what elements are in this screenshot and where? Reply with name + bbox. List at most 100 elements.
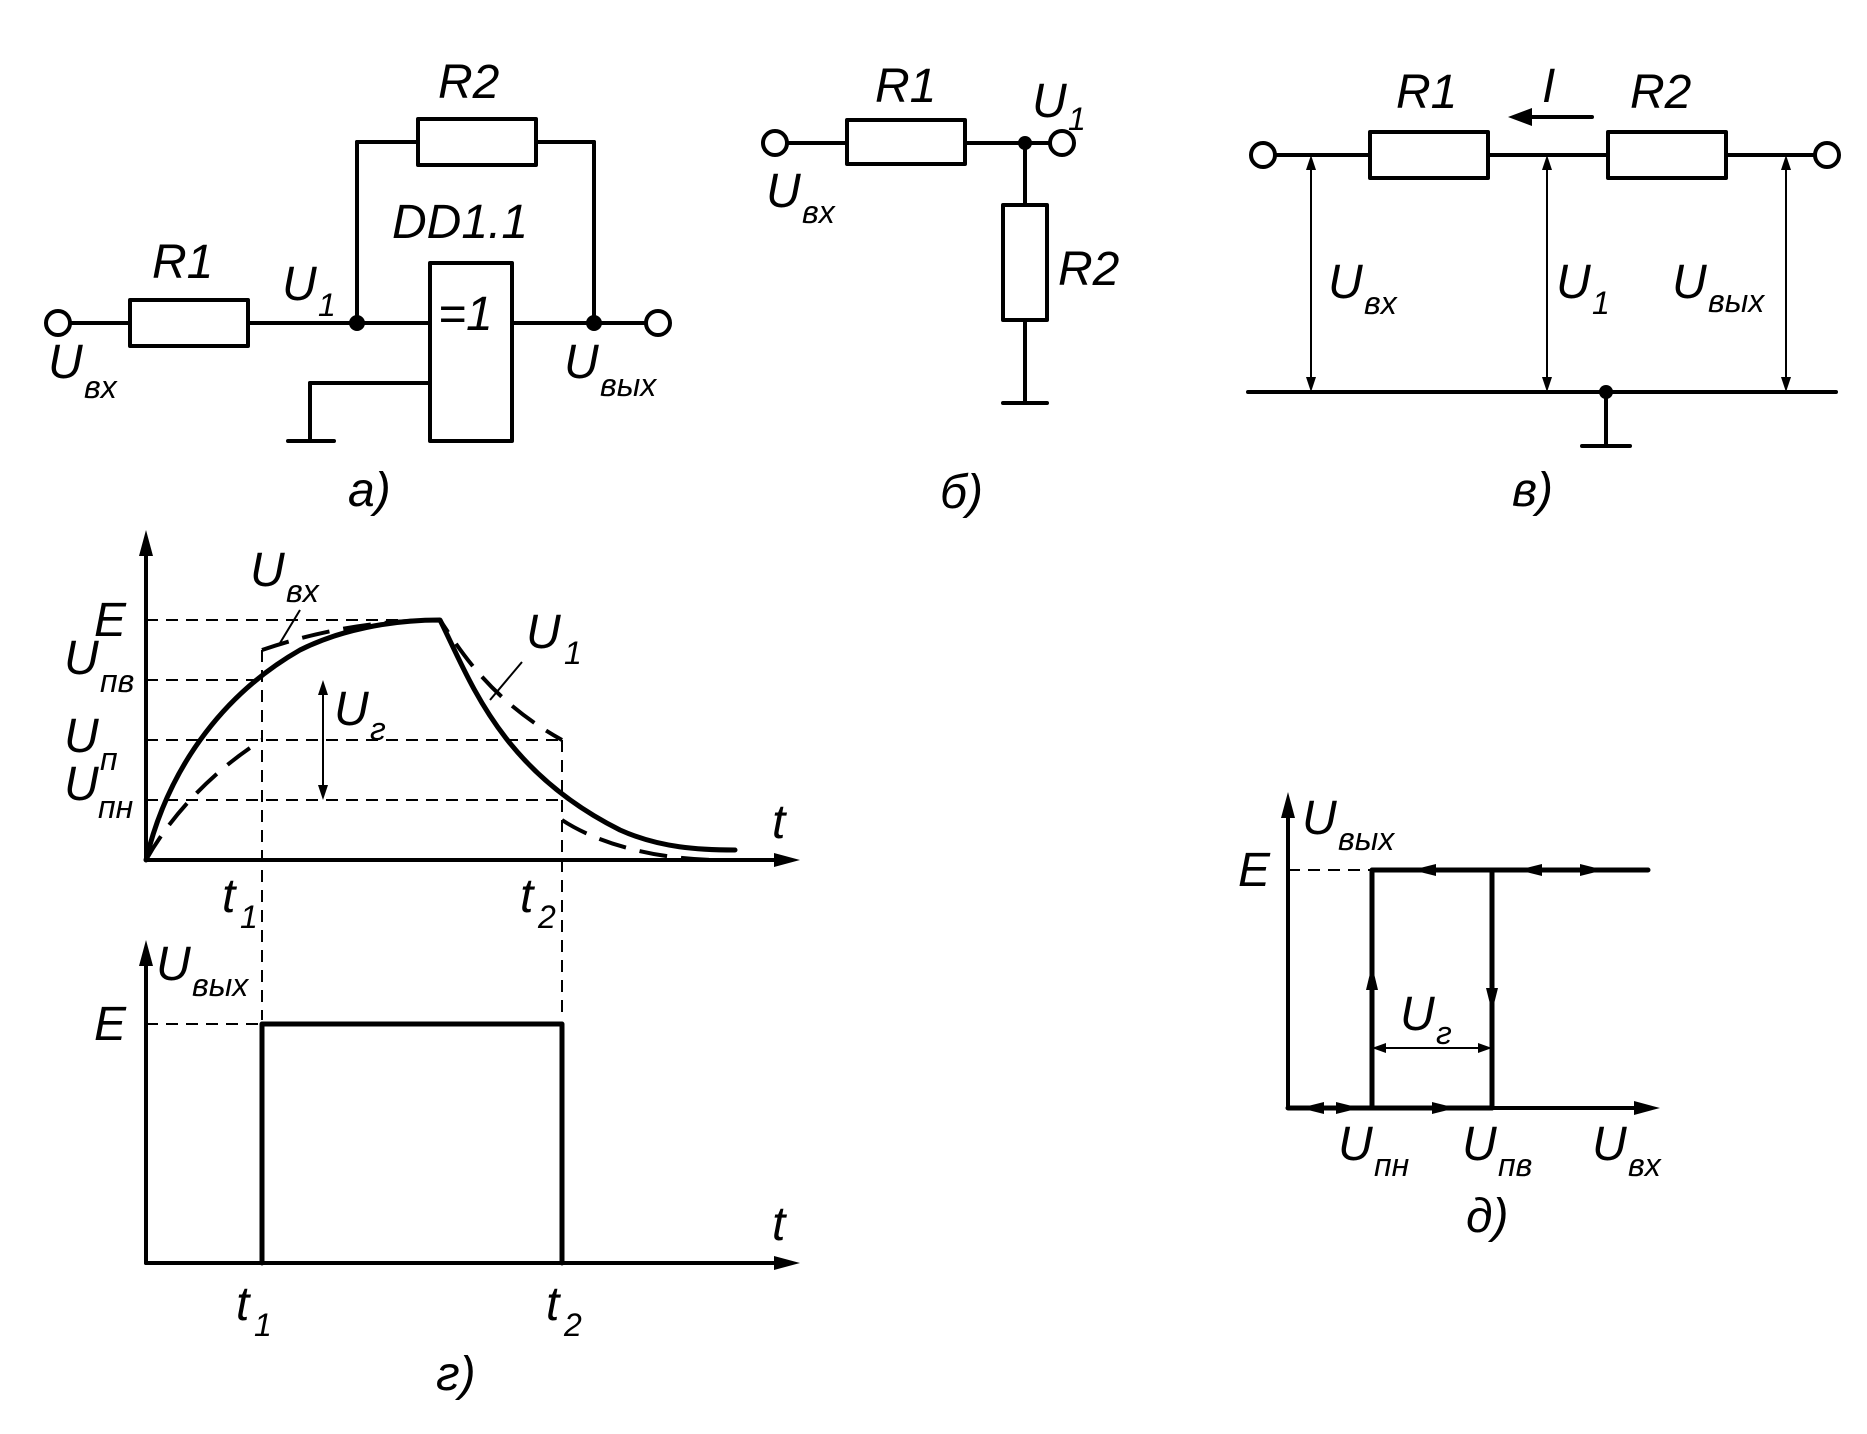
panel-c-equivalent: R1 I R2 U вх U 1 U вых в) (1246, 60, 1841, 517)
svg-text:1: 1 (318, 287, 336, 323)
svg-text:1: 1 (254, 1307, 272, 1343)
uin-curve-label: U (250, 544, 285, 597)
up-label: U (64, 710, 99, 763)
svg-text:г: г (1436, 1015, 1452, 1051)
uin-label: U (48, 336, 83, 389)
arrow-left-top-2 (1518, 864, 1542, 876)
svg-text:г: г (370, 711, 386, 747)
t2-label-bottom: t (546, 1278, 561, 1331)
uout-label-bottom: U (156, 938, 191, 991)
u1-curve-label: U (526, 606, 561, 659)
svg-text:пв: пв (1498, 1147, 1532, 1183)
uout-label: U (1672, 256, 1707, 309)
svg-text:пн: пн (98, 789, 133, 825)
r1-label: R1 (1396, 66, 1457, 119)
loop-upper (1369, 867, 1651, 1111)
upn-label: U (64, 758, 99, 811)
svg-text:вых: вых (192, 967, 249, 1003)
voltage-arrow-u1 (1542, 155, 1552, 392)
arrow-left-bottom (1300, 1102, 1324, 1114)
uout-label: U (564, 336, 599, 389)
xor-gate (428, 261, 514, 443)
upn-label: U (1338, 1118, 1373, 1171)
caption-c: в) (1512, 464, 1553, 517)
svg-text:1: 1 (240, 899, 258, 935)
ug-label: U (334, 683, 369, 736)
svg-text:2: 2 (563, 1307, 582, 1343)
arrow-down (1486, 988, 1498, 1012)
e-label-bottom: E (94, 998, 127, 1051)
caption-b: б) (940, 466, 983, 519)
uin-label: U (1328, 256, 1363, 309)
caption-a: а) (348, 464, 391, 517)
uout-pulse (259, 1021, 565, 1266)
arrow-right-bottom-1 (1336, 1102, 1360, 1114)
voltage-arrow-uin (1306, 155, 1316, 392)
resistor-r1 (128, 298, 250, 348)
t2-label-top: t (520, 870, 535, 923)
resistor-r2 (1606, 130, 1728, 180)
uout-label: U (1302, 792, 1337, 845)
u1-leader (489, 661, 523, 701)
r1-label: R1 (875, 60, 936, 113)
output-terminal (644, 309, 672, 337)
u1-label: U (1032, 75, 1067, 128)
panel-a-circuit: R2 DD1.1 =1 R1 U 1 U вх U вых а) (44, 56, 672, 517)
r2-label: R2 (438, 56, 499, 109)
arrow-up (1366, 965, 1378, 990)
r2-label: R2 (1058, 243, 1119, 296)
resistor-r1 (845, 118, 967, 166)
current-label: I (1542, 60, 1555, 113)
svg-text:вх: вх (84, 369, 118, 405)
u1-curve (144, 617, 721, 862)
node-output (586, 315, 602, 331)
upv-label: U (64, 632, 99, 685)
t-axis-label-bottom: t (772, 1198, 787, 1251)
svg-text:вх: вх (1628, 1147, 1662, 1183)
caption-d: д) (1466, 1190, 1509, 1243)
e-label: E (94, 594, 127, 647)
svg-text:вых: вых (600, 367, 657, 403)
svg-text:2: 2 (537, 899, 556, 935)
arrow-left-top (1412, 864, 1436, 876)
voltage-arrow-uout (1781, 155, 1791, 392)
t1-label-bottom: t (236, 1278, 251, 1331)
svg-text:вх: вх (802, 194, 836, 230)
caption-g: г) (436, 1348, 476, 1401)
panel-b-divider: R1 U 1 U вх R2 б) (761, 60, 1119, 519)
r1-label: R1 (152, 236, 213, 289)
uin-label: U (1592, 1118, 1627, 1171)
svg-text:вх: вх (1364, 285, 1398, 321)
svg-text:вых: вых (1708, 283, 1765, 319)
output-terminal (1813, 141, 1841, 169)
svg-text:1: 1 (564, 635, 582, 671)
gate-label: =1 (438, 288, 493, 341)
svg-text:1: 1 (1592, 285, 1610, 321)
u1-label: U (282, 258, 317, 311)
t1-label-top: t (222, 870, 237, 923)
svg-text:пв: пв (100, 663, 134, 699)
arrow-right-top (1580, 864, 1604, 876)
u1-label: U (1556, 256, 1591, 309)
upv-label: U (1462, 1118, 1497, 1171)
panel-d-hysteresis: U вых E U г U пн U пв U вх д) (1238, 792, 1662, 1243)
chip-label: DD1.1 (392, 196, 528, 249)
resistor-r1 (1368, 130, 1490, 180)
svg-text:п: п (100, 741, 118, 777)
arrow-right-bottom-2 (1432, 1102, 1456, 1114)
svg-text:пн: пн (1374, 1147, 1409, 1183)
ug-label: U (1400, 988, 1435, 1041)
input-terminal (761, 129, 789, 157)
svg-text:вых: вых (1338, 821, 1395, 857)
input-terminal (1249, 141, 1277, 169)
r2-label: R2 (1630, 66, 1691, 119)
u1-terminal (1048, 129, 1076, 157)
t-axis-label-top: t (772, 796, 787, 849)
e-label: E (1238, 844, 1271, 897)
resistor-r2 (1001, 203, 1049, 322)
svg-text:1: 1 (1068, 101, 1086, 137)
svg-text:вх: вх (286, 573, 320, 609)
uin-label: U (766, 165, 801, 218)
panel-g-timing: E U пв U п U пн U вх U г U 1 t t 1 t 2 U… (64, 530, 800, 1401)
